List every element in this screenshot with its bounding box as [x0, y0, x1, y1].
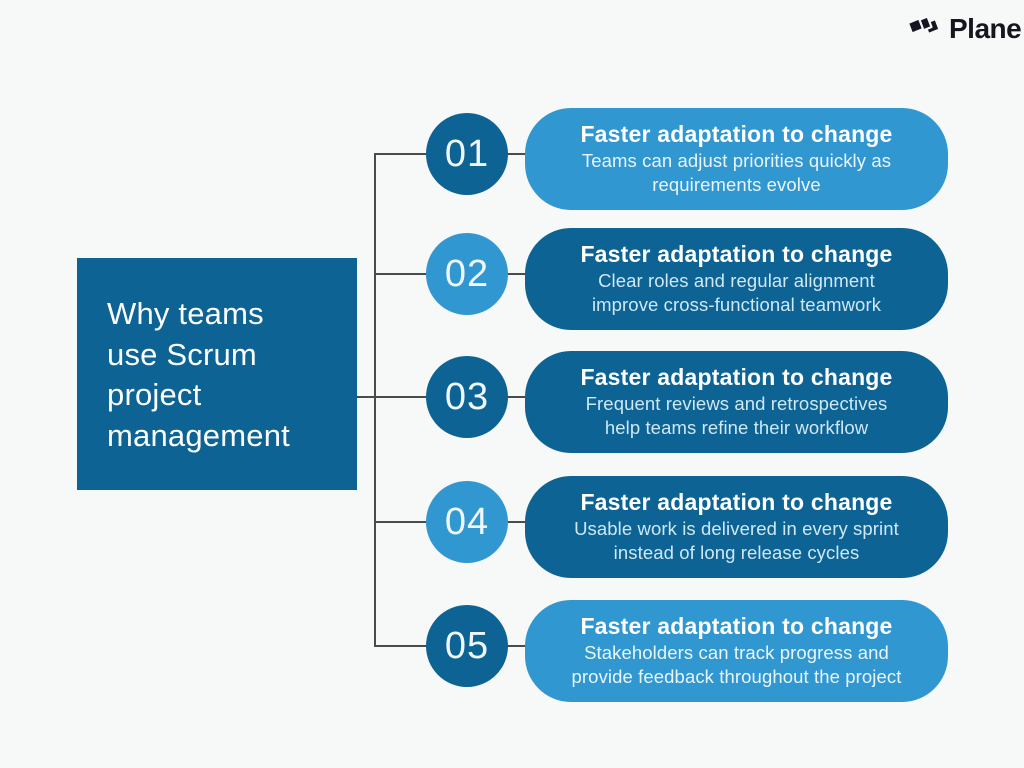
card-description-line: requirements evolve — [652, 173, 821, 195]
main-title-line: use Scrum — [107, 336, 257, 372]
card-description-line: Usable work is delivered in every sprint — [574, 517, 899, 539]
step-number: 03 — [444, 375, 490, 418]
main-title-line: Why teams — [107, 296, 264, 331]
card-description-line: instead of long release cycles — [613, 541, 860, 563]
card-description-line: improve cross-functional teamwork — [591, 293, 882, 315]
card-description-line: Stakeholders can track progress and — [584, 641, 889, 663]
plane-logo-icon — [906, 15, 941, 36]
step-number: 04 — [444, 500, 490, 543]
step-row-4: 04 Faster adaptation to change Usable wo… — [0, 476, 1024, 578]
step-row-5: 05 Faster adaptation to change Stakehold… — [0, 600, 1024, 702]
plane-logo: Plane — [905, 13, 1022, 44]
connector-vertical-line — [374, 153, 376, 647]
card-description-line: provide feedback throughout the project — [571, 665, 902, 687]
step-number-circle: 01 — [426, 113, 508, 195]
step-row-2: 02 Faster adaptation to change Clear rol… — [0, 228, 1024, 330]
step-number: 05 — [444, 624, 490, 667]
step-number-circle: 04 — [426, 481, 508, 563]
step-number-circle: 05 — [426, 605, 508, 687]
plane-logo-text: Plane — [949, 13, 1022, 44]
step-number-circle: 02 — [426, 233, 508, 315]
card-description-line: help teams refine their workflow — [604, 416, 869, 438]
card-description-line: Frequent reviews and retrospectives — [585, 392, 888, 414]
card-title: Faster adaptation to change — [580, 240, 893, 267]
step-card: Faster adaptation to change Frequent rev… — [525, 351, 948, 453]
step-row-3: 03 Faster adaptation to change Frequent … — [0, 351, 1024, 453]
card-title: Faster adaptation to change — [580, 120, 893, 147]
main-title-box: Why teams use Scrum project management — [77, 258, 357, 490]
step-card: Faster adaptation to change Clear roles … — [525, 228, 948, 330]
main-title-line: management — [107, 417, 290, 453]
card-description-line: Teams can adjust priorities quickly as — [581, 149, 892, 171]
card-title: Faster adaptation to change — [580, 363, 893, 390]
step-card: Faster adaptation to change Teams can ad… — [525, 108, 948, 210]
step-number: 01 — [444, 132, 490, 175]
step-card: Faster adaptation to change Stakeholders… — [525, 600, 948, 702]
step-card: Faster adaptation to change Usable work … — [525, 476, 948, 578]
step-number-circle: 03 — [426, 356, 508, 438]
card-title: Faster adaptation to change — [580, 612, 893, 639]
card-description-line: Clear roles and regular alignment — [598, 269, 875, 291]
step-number: 02 — [444, 252, 490, 295]
step-row-1: 01 Faster adaptation to change Teams can… — [0, 108, 1024, 210]
main-title-line: project — [107, 377, 202, 412]
card-title: Faster adaptation to change — [580, 488, 893, 515]
